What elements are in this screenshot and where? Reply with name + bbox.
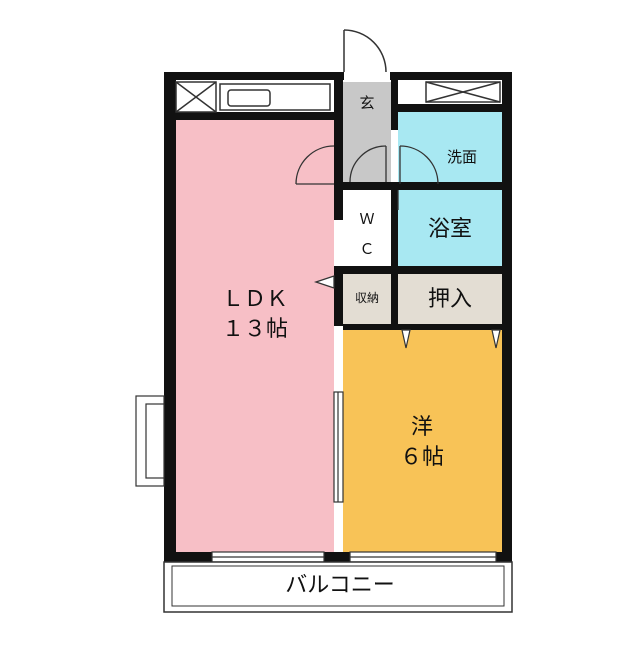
interior-doors [295, 145, 439, 289]
washroom-label: 洗面 [447, 148, 477, 166]
toilet-label-line1: Ｗ [359, 210, 374, 228]
ldk-label-line1: ＬＤＫ [222, 287, 288, 312]
western-room[interactable] [343, 330, 502, 552]
closet-sliding-doors [401, 329, 501, 349]
western-label-line2: ６帖 [400, 445, 444, 470]
ldk-room[interactable] [176, 120, 334, 552]
bathroom[interactable] [398, 190, 502, 266]
balcony-label: バルコニー [285, 573, 395, 598]
storage-label: 収納 [355, 291, 379, 305]
storage[interactable] [343, 274, 391, 324]
toilet[interactable] [343, 190, 391, 266]
walls [164, 72, 512, 562]
windows [135, 391, 497, 563]
entrance-door[interactable] [343, 29, 387, 73]
western-label-line1: 洋 [411, 415, 433, 440]
entrance-area[interactable] [343, 82, 391, 182]
bathroom-label: 浴室 [428, 217, 472, 242]
kitchen-fixtures [175, 81, 331, 113]
entrance-label: 玄 [359, 94, 374, 112]
balcony[interactable] [163, 561, 513, 613]
closet[interactable] [398, 274, 502, 324]
washroom[interactable] [398, 112, 502, 182]
closet-label: 押入 [428, 287, 472, 312]
toilet-label-line2: Ｃ [359, 240, 374, 258]
shoe-box [425, 81, 501, 103]
ldk-label-line2: １３帖 [222, 317, 288, 342]
